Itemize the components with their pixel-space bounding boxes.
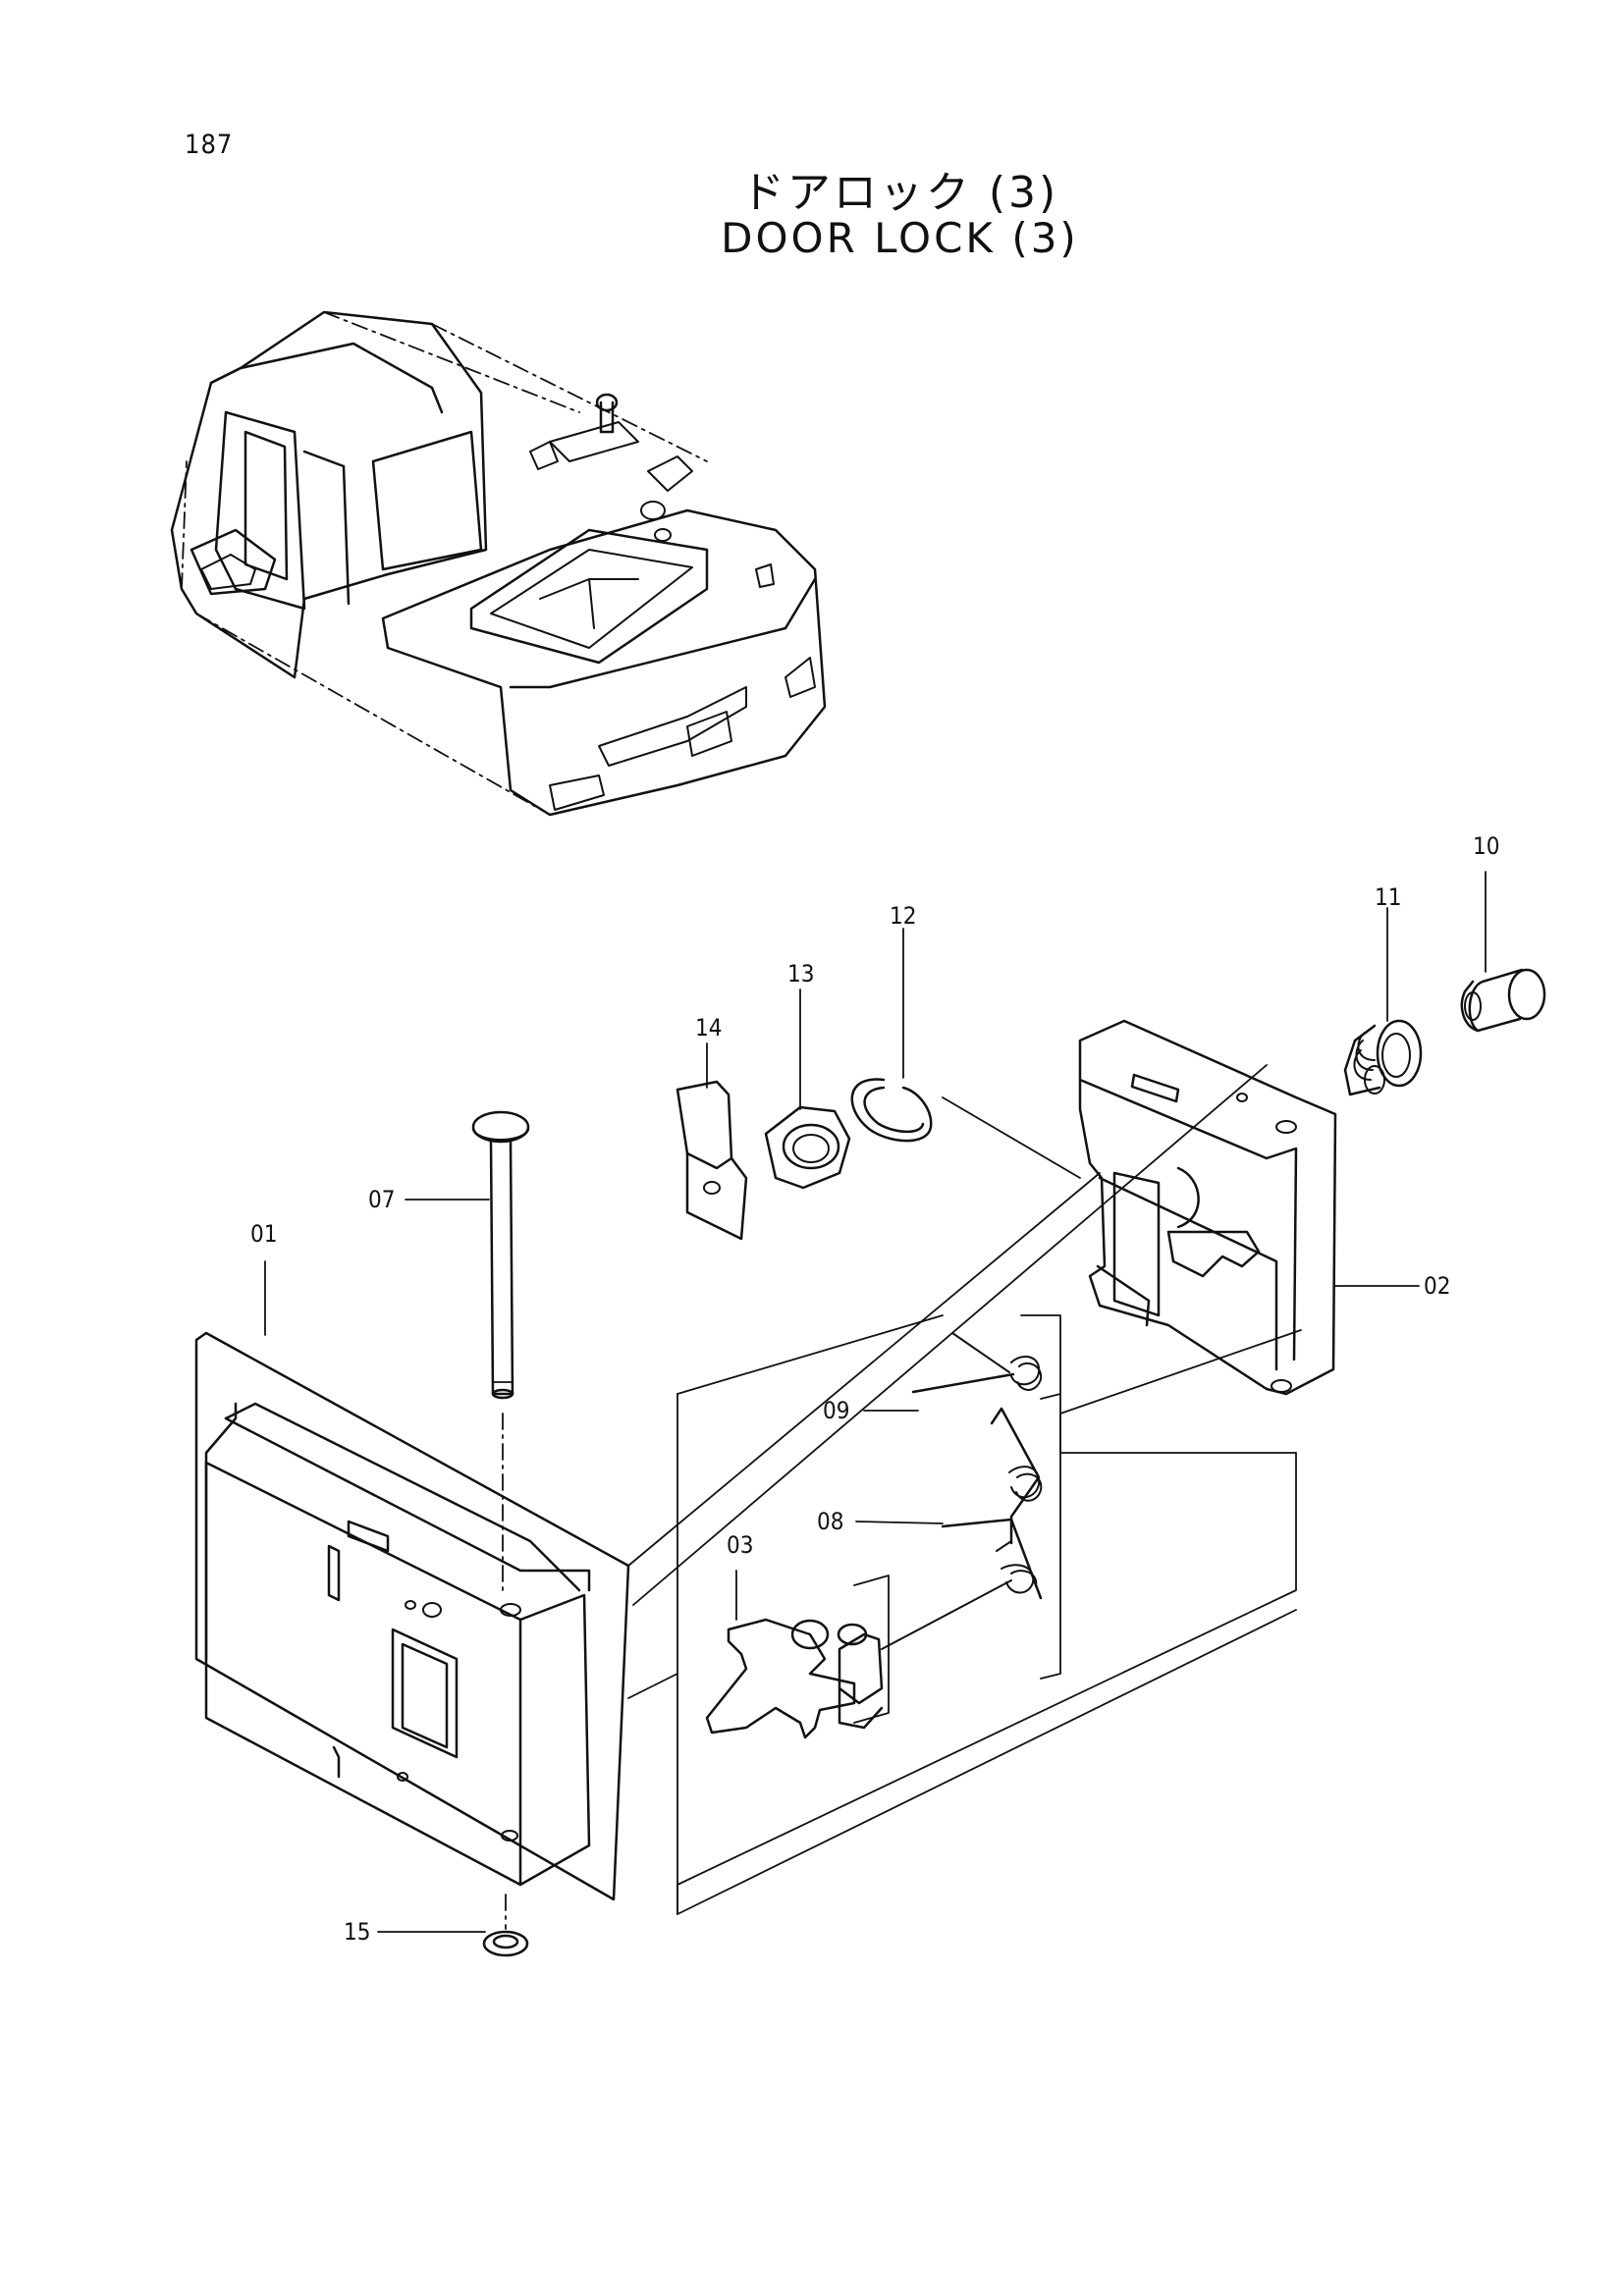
part-07-pin [471, 1110, 530, 1591]
part-02-bracket [1078, 1019, 1337, 1396]
part-14-plate [676, 1080, 748, 1241]
part-11-spring-bolt [1343, 1019, 1423, 1096]
page-title-english: DOOR LOCK (3) [721, 214, 1079, 262]
callout-14: 14 [695, 1014, 722, 1041]
excavator-overview-illustration [170, 310, 827, 817]
callout-07: 07 [368, 1186, 395, 1213]
part-12-retaining-ring [850, 1078, 933, 1143]
callout-11: 11 [1375, 883, 1401, 911]
callout-10: 10 [1473, 832, 1499, 860]
part-15-snap-ring [482, 1894, 529, 1957]
part-10-plug [1460, 968, 1546, 1033]
part-01-lock-housing [194, 1331, 630, 1901]
part-03-latch [705, 1575, 1012, 1739]
callout-08: 08 [817, 1508, 843, 1535]
callout-01: 01 [250, 1220, 277, 1248]
callout-15: 15 [344, 1918, 370, 1946]
callout-labels: 10 11 12 13 14 07 01 02 09 08 03 15 [250, 832, 1499, 1946]
callout-09: 09 [823, 1397, 849, 1424]
callout-12: 12 [890, 902, 916, 930]
callout-13: 13 [787, 960, 814, 988]
callout-03: 03 [727, 1531, 753, 1559]
part-13-nut [764, 1105, 851, 1190]
page-title-japanese: ドアロック (3) [740, 168, 1059, 218]
page-number: 187 [185, 130, 234, 160]
part-09-torsion-spring [911, 1314, 1061, 1400]
callout-leaders [264, 871, 1487, 1933]
part-08-torsion-spring [941, 1407, 1043, 1600]
callout-02: 02 [1424, 1272, 1450, 1300]
assembly-outline-lines [627, 1064, 1302, 1915]
